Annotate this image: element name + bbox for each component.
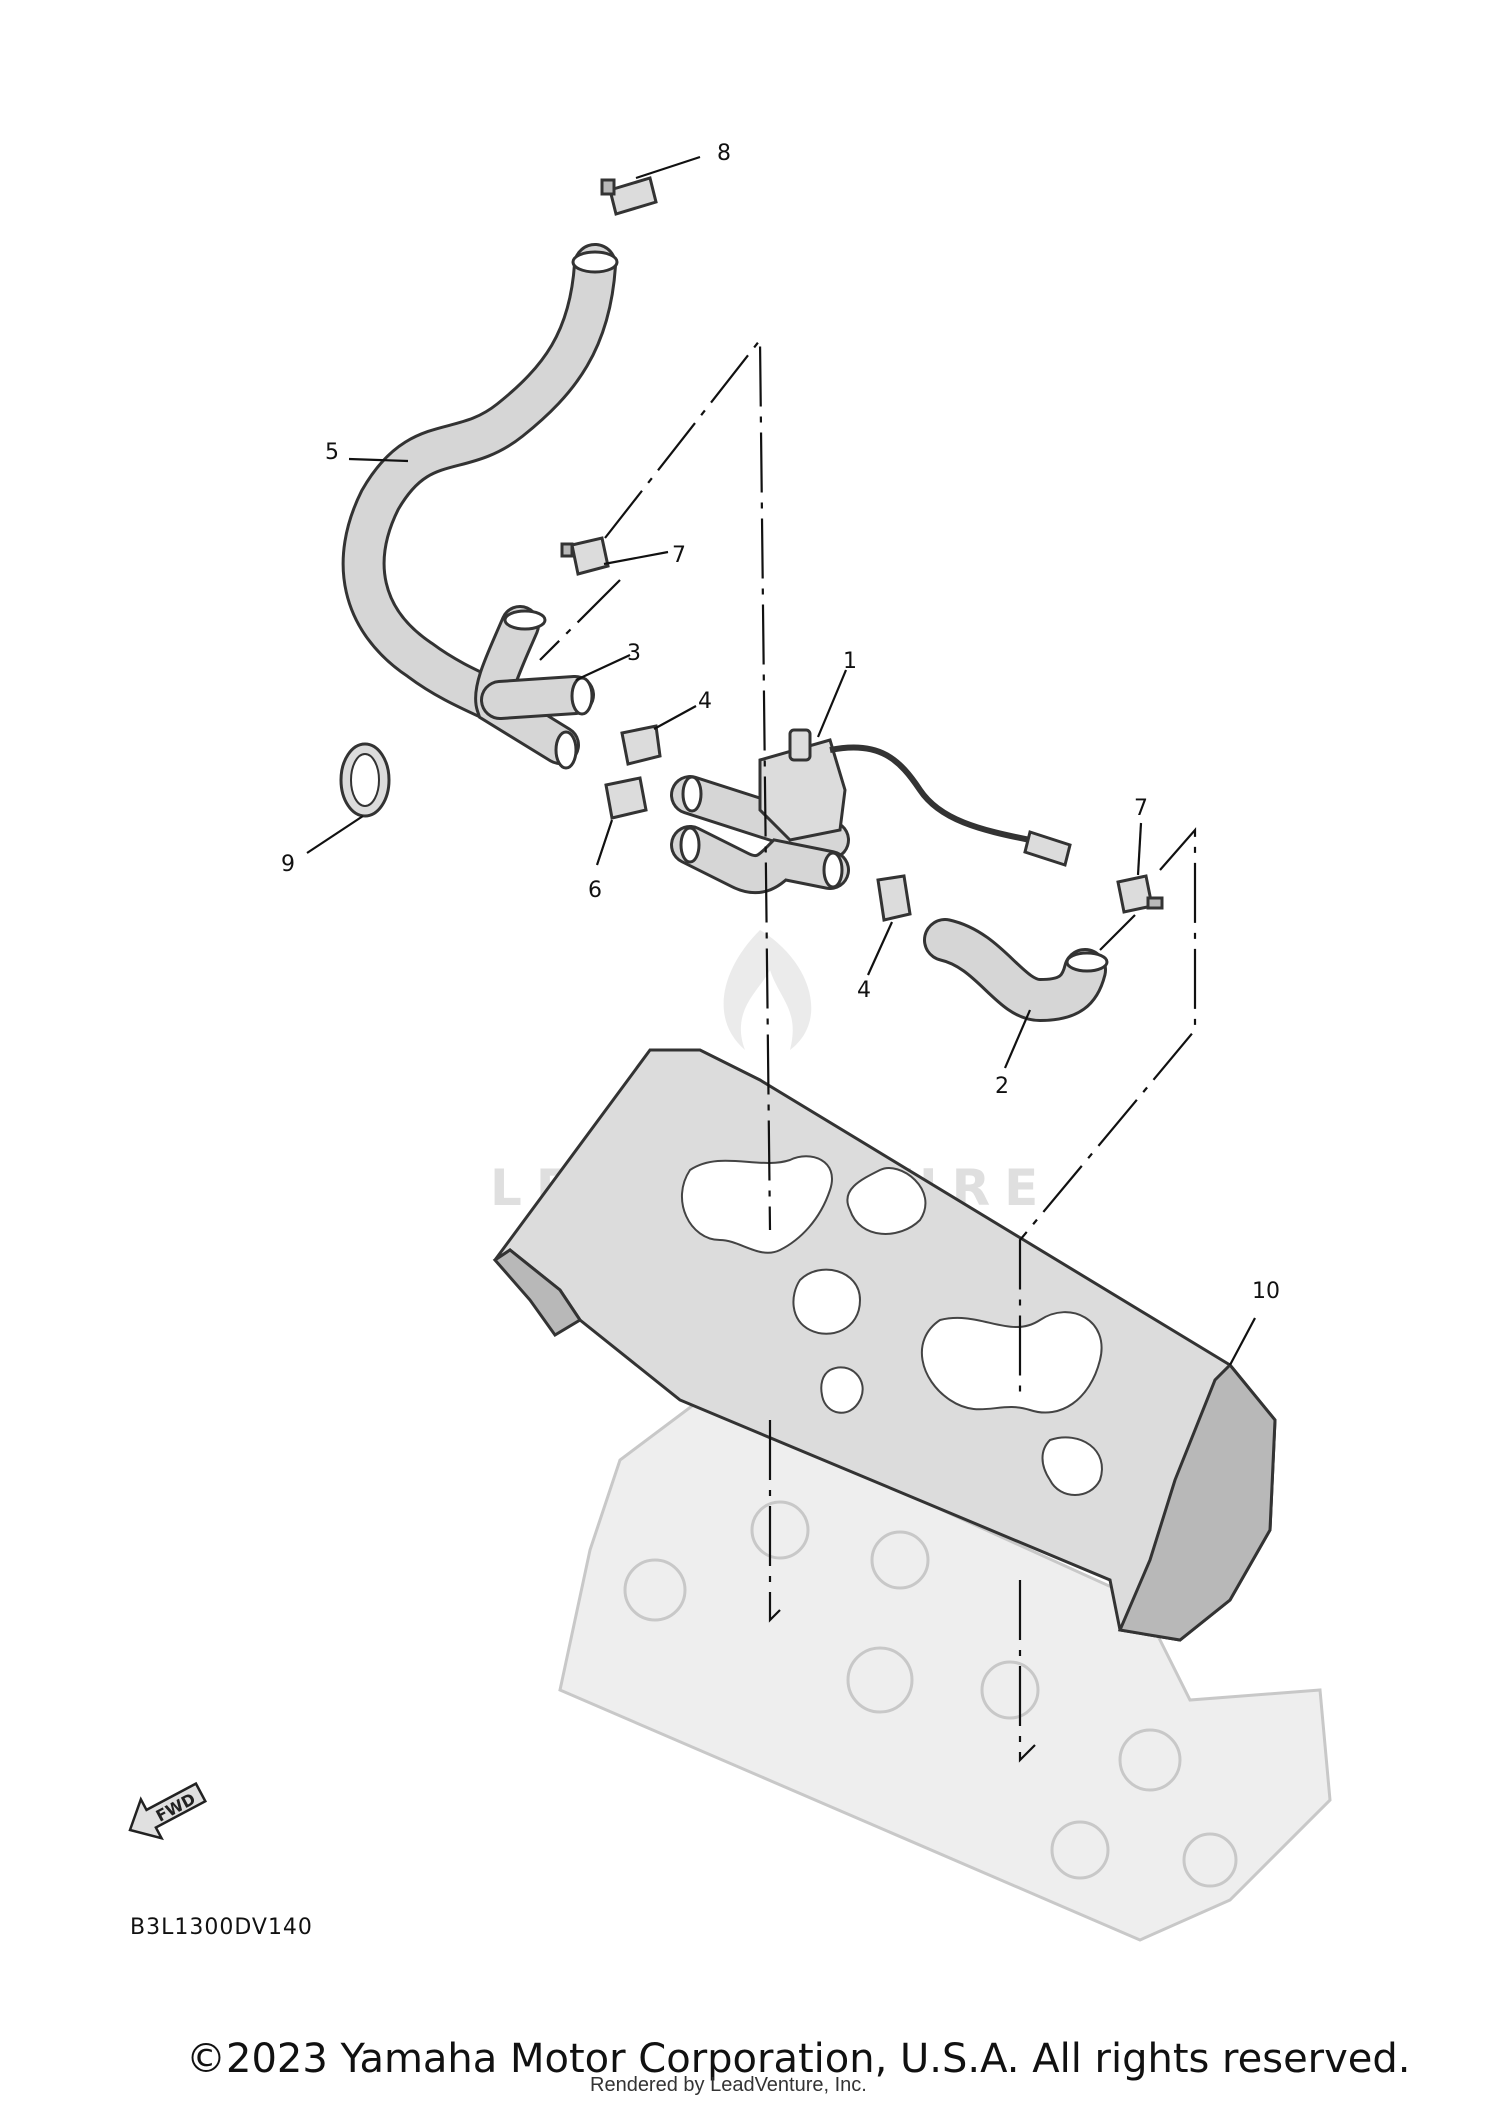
part-7-clamp-top[interactable]	[560, 536, 610, 576]
part-1-valve[interactable]	[670, 728, 1072, 895]
alignment-lines	[539, 336, 1197, 1763]
part-3-y-connector[interactable]	[474, 605, 595, 770]
callout-7-top: 7	[672, 543, 686, 568]
callout-2: 2	[995, 1074, 1009, 1099]
part-7-clamp-bottom[interactable]	[1116, 874, 1164, 914]
diagram-code: B3L1300DV140	[130, 1915, 313, 1940]
callout-10: 10	[1252, 1279, 1280, 1304]
callout-8: 8	[717, 141, 731, 166]
callout-3: 3	[627, 641, 641, 666]
part-4-clamp-top[interactable]	[620, 724, 662, 766]
rendered-by-credit: Rendered by LeadVenture, Inc.	[590, 2074, 867, 2096]
part-5-hose[interactable]	[341, 243, 619, 742]
part-4-clamp-bottom[interactable]	[876, 874, 912, 922]
fwd-arrow-icon: FWD	[128, 1781, 208, 1841]
leader-lines	[306, 155, 1256, 1366]
part-9-ring[interactable]	[339, 742, 391, 818]
callout-6: 6	[588, 878, 602, 903]
callout-4-top: 4	[698, 689, 712, 714]
callouts: 8 5 7 3 1 4 6 9 4 7 2 10	[281, 141, 1280, 1304]
copyright-notice: ©2023 Yamaha Motor Corporation, U.S.A. A…	[186, 2036, 1411, 2082]
cylinder-head-ghost	[558, 1398, 1332, 1942]
callout-7-bottom: 7	[1134, 796, 1148, 821]
part-6-clamp[interactable]	[604, 776, 648, 820]
callout-1: 1	[843, 649, 857, 674]
callout-9: 9	[281, 852, 295, 877]
callout-5: 5	[325, 440, 339, 465]
part-8-clamp[interactable]	[600, 176, 658, 216]
part-2-hose[interactable]	[923, 918, 1109, 1023]
part-10-cover[interactable]	[492, 1048, 1277, 1642]
callout-4-bottom: 4	[857, 978, 871, 1003]
